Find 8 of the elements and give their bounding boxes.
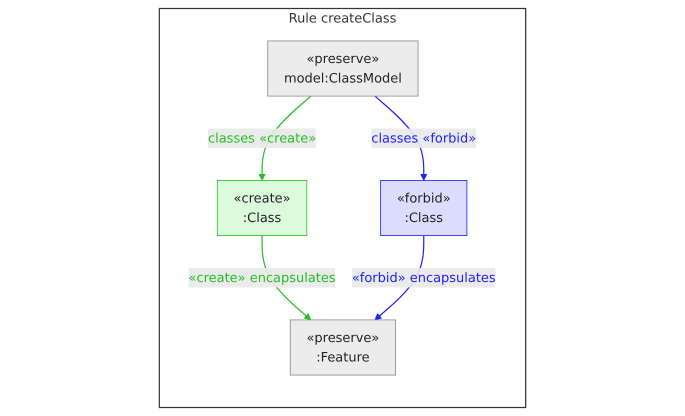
node-box: «create» :Class xyxy=(216,180,308,236)
node-box: «preserve» :Feature xyxy=(290,320,396,376)
edge-label: «create» encapsulates xyxy=(188,270,336,286)
edge-label: «forbid» encapsulates xyxy=(352,270,496,286)
node-box: «forbid» :Class xyxy=(380,180,468,236)
edge-label: classes «create» xyxy=(208,130,316,146)
node-box: «preserve» model:ClassModel xyxy=(267,40,418,96)
edge-label: classes «forbid» xyxy=(371,130,476,146)
